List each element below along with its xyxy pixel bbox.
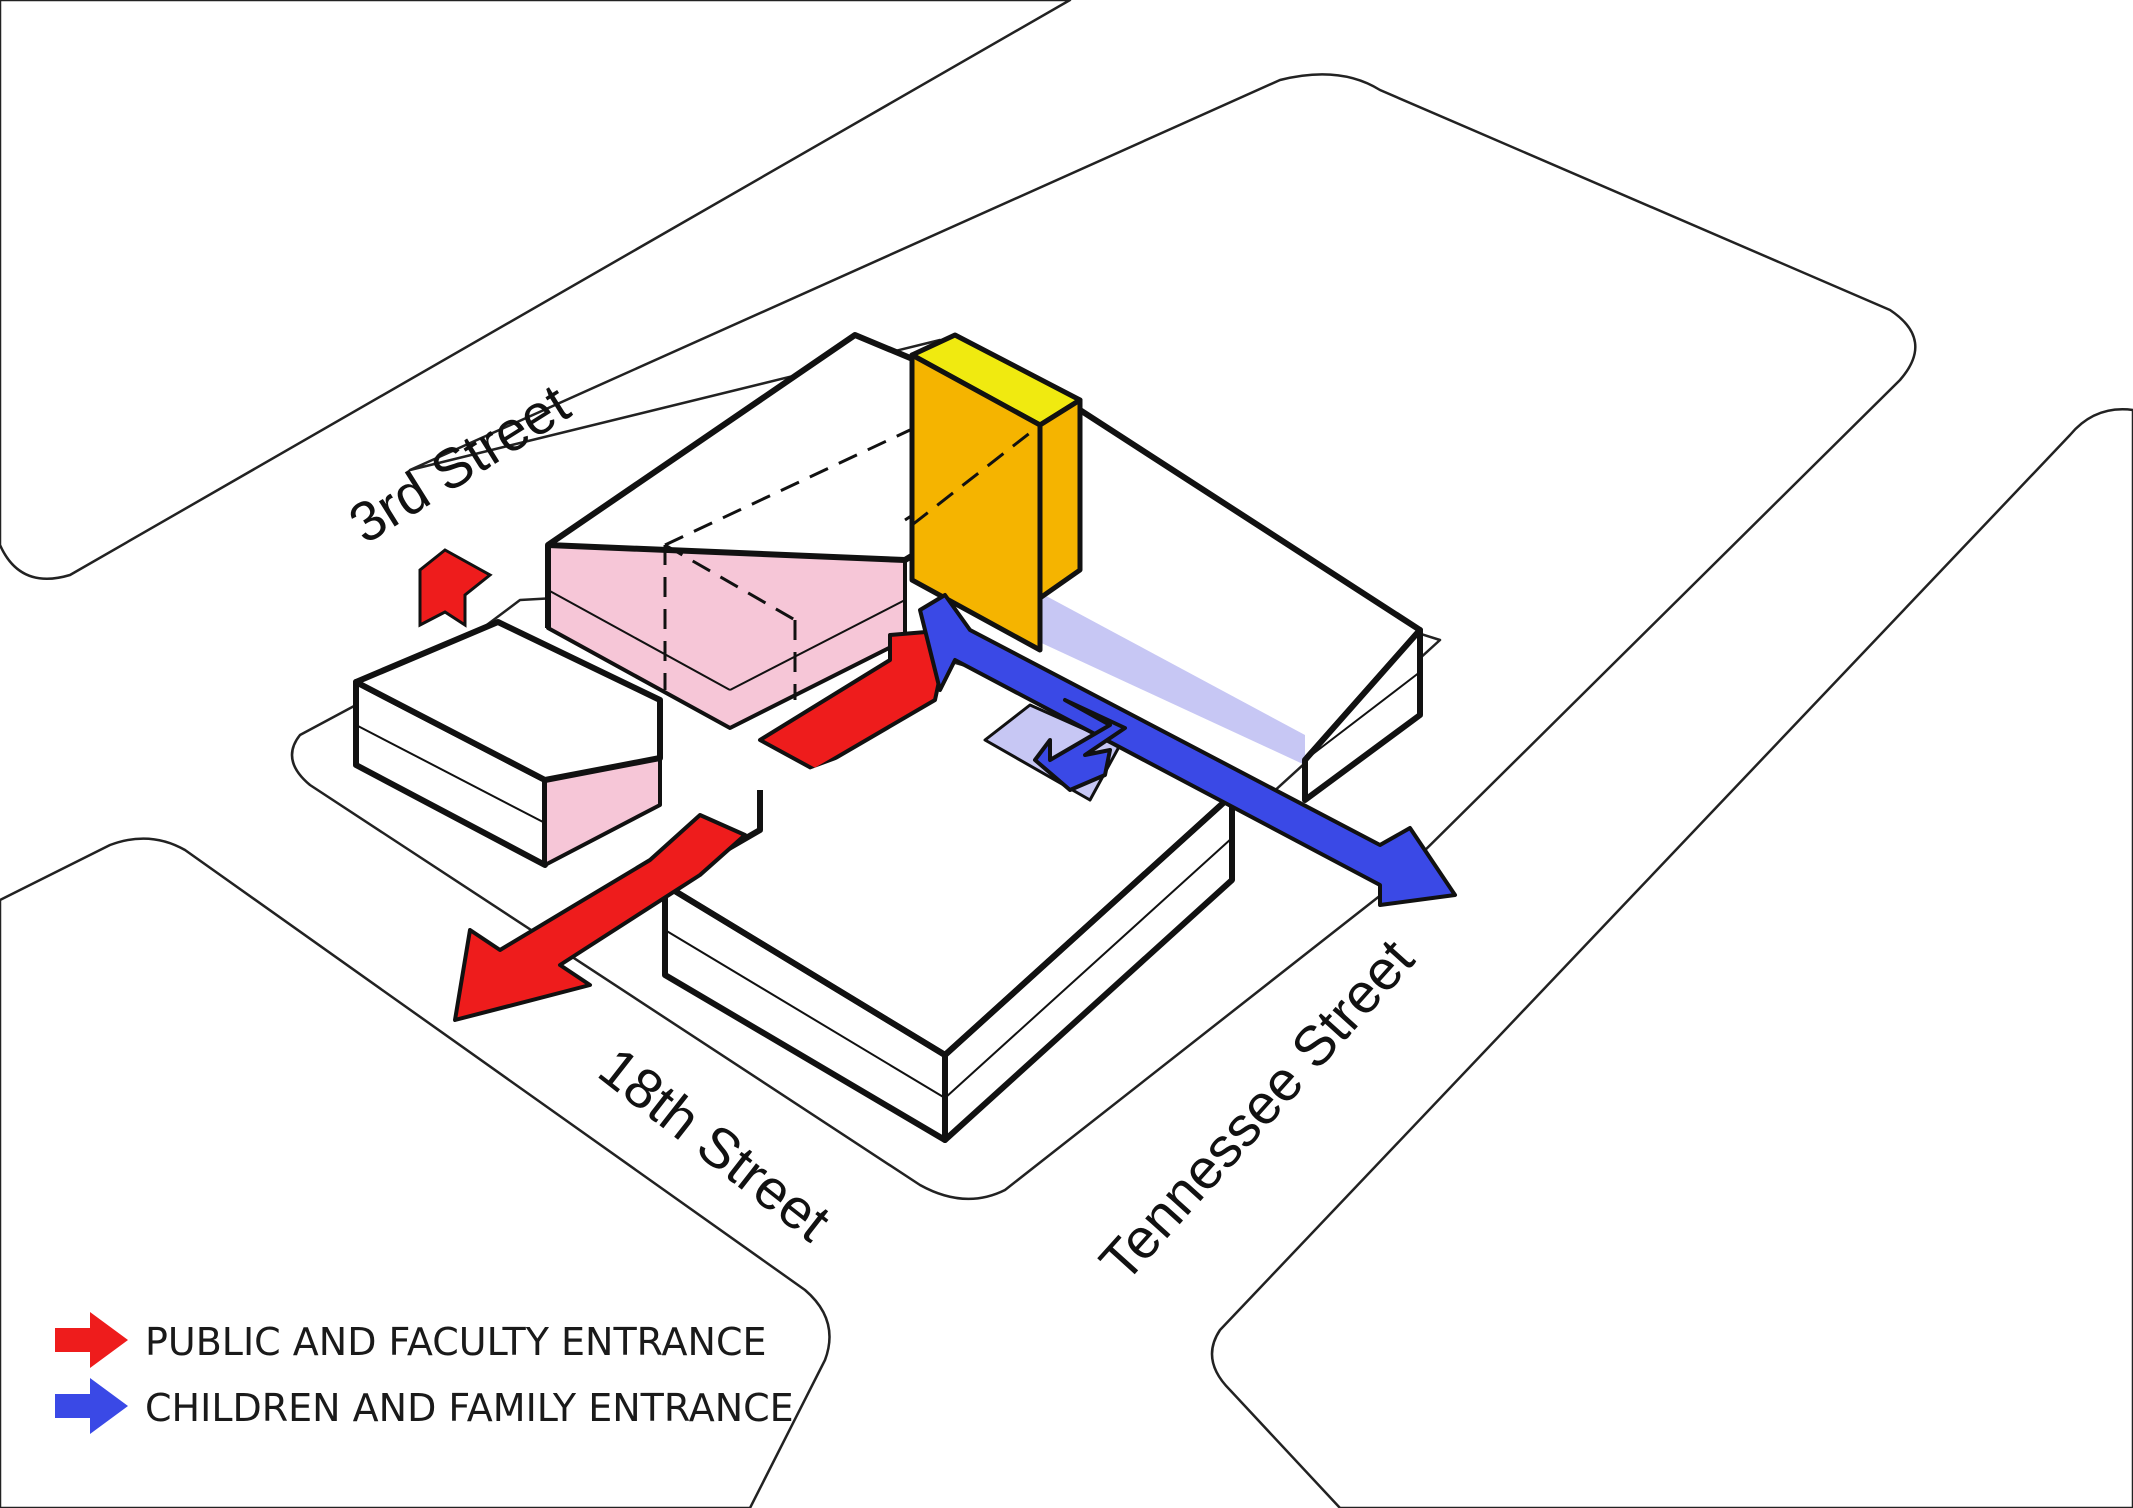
tower-front (909, 352, 1043, 653)
red-arrow-southwest (453, 813, 747, 1022)
children-entrance-arrow (918, 593, 1457, 907)
legend-item-public: PUBLIC AND FACULTY ENTRANCE (55, 1312, 767, 1368)
block-northwest (0, 0, 1072, 580)
east-block (1032, 407, 1423, 803)
legend-blue-arrow-icon (55, 1378, 128, 1434)
stair-tower (909, 332, 1083, 653)
red-arrow-north (418, 548, 493, 628)
east-block-lavender-face (1035, 590, 1305, 765)
blue-arrow-main (918, 593, 1457, 907)
left-wing (353, 619, 663, 868)
southeast-block-top (665, 740, 1232, 1140)
blue-arrow-branch (1033, 698, 1127, 792)
block-east (1210, 408, 2133, 1508)
legend: PUBLIC AND FACULTY ENTRANCE CHILDREN AND… (55, 1312, 794, 1434)
tower-side (1037, 397, 1083, 601)
left-wing-top (353, 619, 663, 783)
public-entrance-arrows (418, 548, 747, 1022)
legend-red-arrow-icon (55, 1312, 128, 1368)
block-southwest (0, 837, 831, 1508)
legend-label-children: CHILDREN AND FAMILY ENTRANCE (145, 1386, 794, 1430)
legend-label-public: PUBLIC AND FACULTY ENTRANCE (145, 1320, 767, 1364)
legend-item-children: CHILDREN AND FAMILY ENTRANCE (55, 1378, 794, 1434)
southeast-block (662, 740, 1235, 1143)
